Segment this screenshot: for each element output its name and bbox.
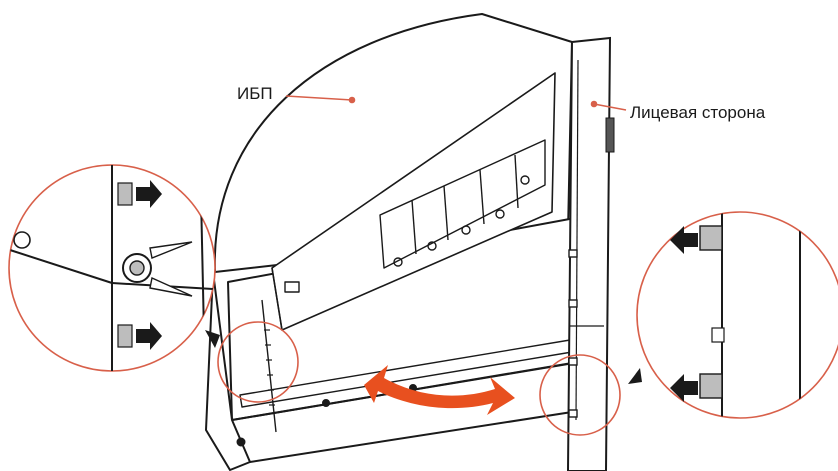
- pointer-triangle-left: [205, 330, 220, 348]
- front-door-panel: [566, 36, 615, 471]
- double-arrow-icon: [364, 365, 515, 415]
- breaker-modules: [284, 139, 546, 293]
- ups-label: ИБП: [237, 84, 273, 103]
- pointer-triangle-right: [628, 368, 642, 384]
- callout-circle-hinge: [217, 321, 299, 403]
- cabinet-base: [205, 271, 251, 471]
- zoom-circle-right: [636, 211, 838, 419]
- front-side-label: Лицевая сторона: [630, 103, 766, 122]
- callout-circle-latch: [539, 354, 621, 436]
- door-latches: [568, 249, 578, 418]
- callout-leaders: [285, 95, 627, 111]
- zoom-circle-left: [8, 164, 216, 372]
- ups-cabinet: [205, 13, 581, 471]
- arrow-right-icon: [136, 180, 162, 350]
- arrow-left-icon: [670, 226, 698, 402]
- vent-slots: [264, 329, 275, 406]
